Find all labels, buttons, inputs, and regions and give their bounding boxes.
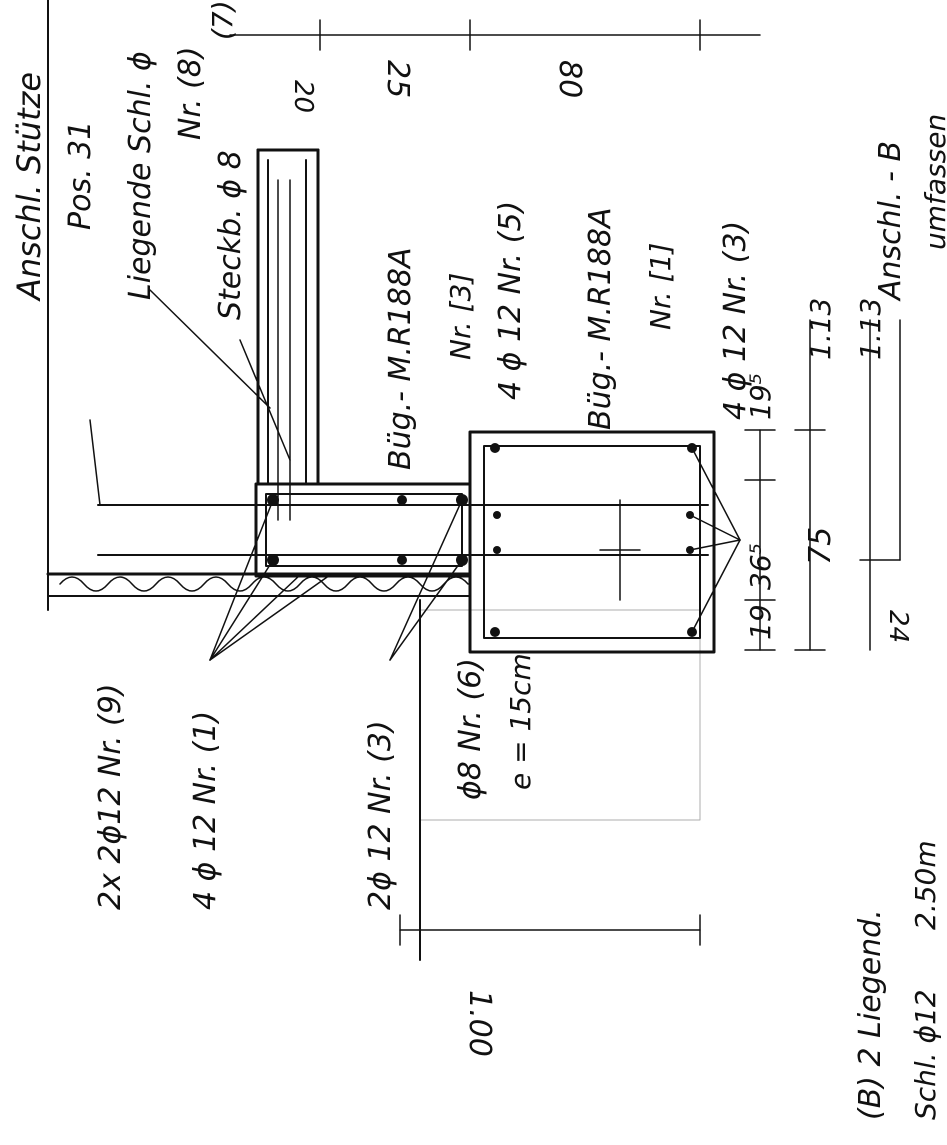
- dim-36-5: 36⁵: [744, 543, 777, 590]
- dim-1-13-a: 1.13: [804, 298, 837, 360]
- labels: Anschl. Stütze Pos. 31 Liegende Schl. ϕ …: [10, 0, 947, 1120]
- rebar-dot: [397, 555, 407, 565]
- label-liegende-schl: Liegende Schl. ϕ: [123, 51, 158, 300]
- rebar-dots: [267, 443, 697, 637]
- dim-left: 1.00: [462, 990, 497, 1057]
- dimension-values: 20 25 80 1.00 19 36⁵ 19⁵ 75 1.13 1.13 24: [288, 60, 913, 1057]
- label-anschl-b: Anschl. - B: [873, 141, 908, 302]
- label-schl-b: Schl. ϕ12: [909, 989, 942, 1120]
- rebar-dot: [397, 495, 407, 505]
- label-nr-3-box: Nr. [3]: [444, 273, 477, 360]
- label-bars-nr3: 4 ϕ 12 Nr. (3): [718, 221, 753, 420]
- section-geometry: [46, 0, 716, 961]
- label-nr-8: Nr. (8): [173, 46, 208, 140]
- label-bars-nr9: 2x 2ϕ12 Nr. (9): [93, 683, 128, 910]
- dim-upper-2: 25: [380, 60, 415, 98]
- label-nr-1-box: Nr. [1]: [644, 243, 677, 330]
- rebar-dot: [493, 546, 501, 554]
- dim-24: 24: [883, 610, 913, 643]
- label-buegel-upper: Büg.- M.R188A: [383, 247, 418, 470]
- leader-lines: [89, 289, 741, 661]
- label-buegel-lower: Büg.- M.R188A: [583, 207, 618, 430]
- rebar-dot: [490, 627, 500, 637]
- dim-19-5: 19⁵: [744, 373, 777, 420]
- label-anschl-stuetze: Anschl. Stütze: [10, 72, 48, 302]
- dim-19: 19: [744, 604, 777, 640]
- label-stirrup-nr6: ϕ8 Nr. (6): [453, 658, 488, 800]
- label-schl-b2: 2.50m: [909, 840, 942, 930]
- label-umfassen: umfassen: [919, 114, 947, 250]
- dim-75: 75: [803, 527, 838, 565]
- dim-1-13-b: 1.13: [854, 298, 887, 360]
- label-bars-nr3-b: 2ϕ 12 Nr. (3): [363, 720, 398, 910]
- label-nr-7: (7): [206, 0, 239, 40]
- label-liegend-b: (B) 2 Liegend.: [853, 909, 888, 1120]
- rebar-dot: [490, 443, 500, 453]
- label-bars-nr5: 4 ϕ 12 Nr. (5): [493, 201, 528, 400]
- rebar-dot: [493, 511, 501, 519]
- dim-upper-1: 20: [288, 80, 318, 113]
- label-steckb: Steckb. ϕ 8: [213, 150, 248, 320]
- label-pos-31: Pos. 31: [63, 121, 98, 230]
- dim-upper-3: 80: [552, 60, 587, 98]
- label-spacing: e = 15cm: [504, 653, 537, 790]
- dimension-lines: [229, 19, 901, 946]
- label-bars-nr1: 4 ϕ 12 Nr. (1): [188, 711, 223, 910]
